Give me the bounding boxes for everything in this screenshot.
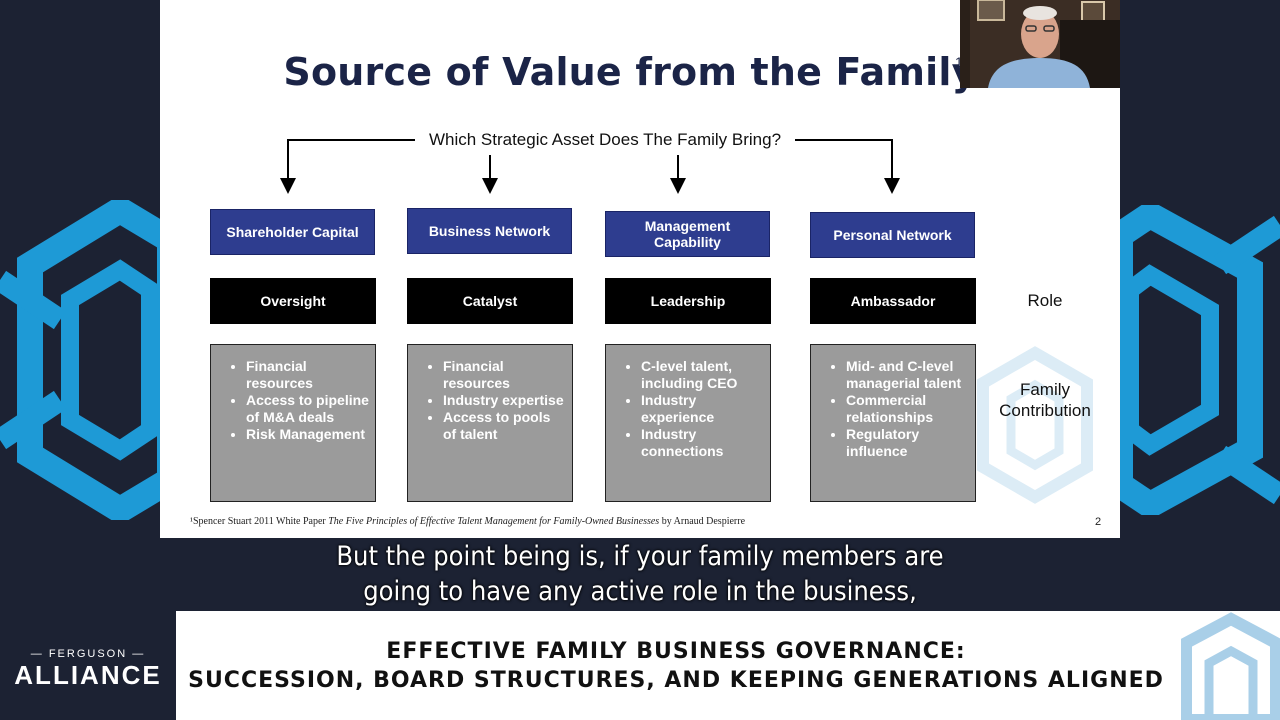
connector-arrows	[280, 139, 900, 194]
contribution-item: Risk Management	[246, 426, 369, 443]
title-banner: EFFECTIVE FAMILY BUSINESS GOVERNANCE: SU…	[176, 611, 1280, 720]
subtitle-captions: But the point being is, if your family m…	[0, 539, 1280, 609]
contribution-item: Access to pipeline of M&A deals	[246, 392, 369, 426]
ferguson-alliance-logo: — FERGUSON — ALLIANCE	[0, 640, 176, 700]
watermark-hexagon	[977, 346, 1093, 504]
title-footnote-marker: 1	[955, 54, 963, 70]
contribution-box-business-network: Financial resources Industry expertise A…	[407, 344, 573, 502]
logo-top-text: — FERGUSON —	[30, 648, 146, 660]
asset-box-shareholder-capital: Shareholder Capital	[210, 209, 375, 255]
footnote-title: The Five Principles of Effective Talent …	[328, 516, 660, 527]
role-box-catalyst: Catalyst	[407, 278, 573, 324]
contribution-item: C-level talent, including CEO	[641, 358, 764, 392]
contribution-item: Regulatory influence	[846, 426, 969, 460]
banner-hexagon-icon	[1181, 612, 1280, 720]
role-box-ambassador: Ambassador	[810, 278, 976, 324]
asset-box-business-network: Business Network	[407, 208, 572, 254]
contribution-item: Industry experience	[641, 392, 764, 426]
banner-line-2: SUCCESSION, BOARD STRUCTURES, AND KEEPIN…	[188, 668, 1164, 693]
contribution-item: Financial resources	[246, 358, 369, 392]
row-label-family-contribution: Family Contribution	[999, 380, 1091, 420]
contribution-box-shareholder-capital: Financial resources Access to pipeline o…	[210, 344, 376, 502]
contribution-item: Financial resources	[443, 358, 566, 392]
row-label-role: Role	[1027, 291, 1063, 310]
contribution-item: Commercial relationships	[846, 392, 969, 426]
logo-top-word: FERGUSON	[48, 648, 128, 660]
footnote-prefix: ¹Spencer Stuart 2011 White Paper	[190, 516, 329, 527]
page-number: 2	[1095, 516, 1102, 528]
decorative-hexagon-right	[1120, 205, 1280, 515]
role-box-leadership: Leadership	[605, 278, 771, 324]
contribution-box-management-capability: C-level talent, including CEO Industry e…	[605, 344, 771, 502]
strategic-asset-question: Which Strategic Asset Does The Family Br…	[415, 130, 795, 150]
footnote: ¹Spencer Stuart 2011 White Paper The Fiv…	[190, 516, 745, 527]
role-box-oversight: Oversight	[210, 278, 376, 324]
contribution-item: Access to pools of talent	[443, 409, 566, 443]
footnote-suffix: by Arnaud Despierre	[659, 516, 746, 527]
caption-line-2: going to have any active role in the bus…	[363, 576, 917, 607]
contribution-item: Industry expertise	[443, 392, 566, 409]
asset-box-personal-network: Personal Network	[810, 212, 975, 258]
contribution-box-personal-network: Mid- and C-level managerial talent Comme…	[810, 344, 976, 502]
banner-line-1: EFFECTIVE FAMILY BUSINESS GOVERNANCE:	[386, 639, 966, 664]
slide-title: Source of Value from the Family	[283, 50, 977, 94]
caption-line-1: But the point being is, if your family m…	[336, 541, 944, 572]
asset-box-management-capability: Management Capability	[605, 211, 770, 257]
contribution-item: Industry connections	[641, 426, 764, 460]
presentation-slide: Source of Value from the Family 1 Which …	[160, 0, 1120, 538]
logo-bottom-text: ALLIANCE	[14, 660, 162, 690]
contribution-item: Mid- and C-level managerial talent	[846, 358, 969, 392]
decorative-hexagon-left	[0, 200, 170, 520]
presenter-video-icon	[960, 0, 1120, 88]
presenter-webcam	[960, 0, 1120, 88]
